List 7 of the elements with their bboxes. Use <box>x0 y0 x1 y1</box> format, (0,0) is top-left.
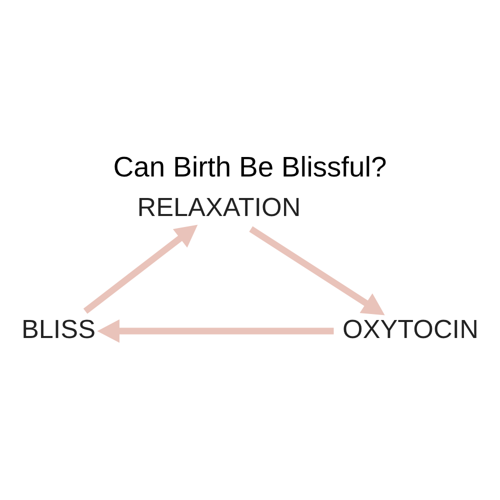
node-text: RELAXATION <box>137 192 301 222</box>
arrow <box>83 224 198 314</box>
diagram-title: Can Birth Be Blissful? <box>113 150 387 182</box>
node-text: OXYTOCIN <box>342 314 478 344</box>
arrow <box>97 319 334 343</box>
node-text: BLISS <box>21 314 96 344</box>
arrow <box>249 226 385 316</box>
